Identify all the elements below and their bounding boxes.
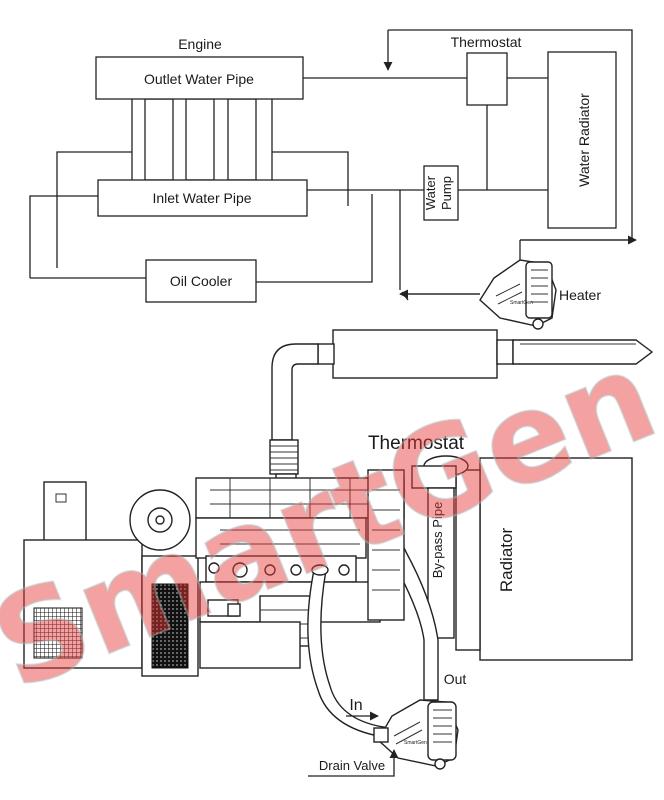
outlet-water-pipe-label: Outlet Water Pipe	[144, 71, 254, 87]
control-panel-box	[43, 481, 87, 543]
air-intake-grid	[33, 607, 83, 659]
in-label: In	[349, 697, 362, 714]
engine-label: Engine	[178, 36, 222, 52]
inlet-water-pipe-label: Inlet Water Pipe	[152, 190, 251, 206]
engine-cylinder-1	[144, 98, 174, 181]
oil-cooler-box	[145, 259, 257, 303]
radiator-body	[479, 457, 633, 661]
water-radiator-label: Water Radiator	[576, 93, 592, 187]
heater-badge-top: SmartGen	[510, 300, 533, 306]
heater-badge-bottom: SmartGen	[404, 740, 427, 746]
bypass-pipe-label: By-pass Pipe	[430, 502, 445, 579]
oil-cooler-label: Oil Cooler	[170, 273, 233, 289]
inlet-water-pipe-box	[97, 179, 308, 217]
radiator-label: Radiator	[497, 528, 516, 593]
drain-valve-label: Drain Valve	[319, 758, 385, 773]
heater-device-bottom: SmartGen	[373, 699, 459, 770]
water-pump-label-line1: Water	[423, 175, 438, 210]
heater-label: Heater	[559, 287, 601, 303]
thermostat-label: Thermostat	[451, 34, 522, 50]
engine-cylinder-3	[227, 98, 257, 181]
top-schematic: Engine Outlet Water Pipe Inlet Water Pip…	[29, 29, 637, 330]
engine-cylinder-2	[185, 98, 215, 181]
generator-illustration: Thermostat Radiator By-pass Pipe Out	[23, 329, 654, 777]
outlet-water-pipe-box	[95, 56, 304, 100]
thermostat-box	[466, 52, 508, 106]
expansion-tank	[332, 329, 498, 379]
bottom-thermostat-label: Thermostat	[368, 433, 465, 454]
out-label: Out	[444, 671, 467, 687]
water-radiator-box	[547, 51, 617, 229]
water-pump-box	[423, 165, 459, 221]
water-pump-label-line2: Pump	[439, 176, 454, 210]
engine-block	[129, 469, 405, 669]
heater-device-top: SmartGen	[479, 259, 557, 330]
